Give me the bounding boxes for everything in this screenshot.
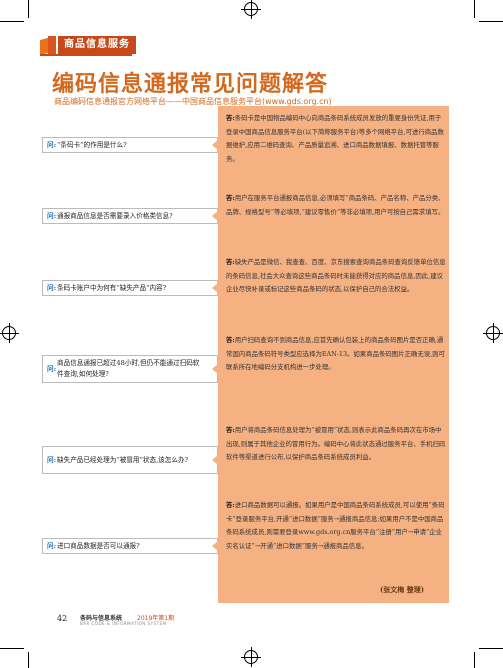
question-box: 问: 进口商品数据是否可以通报? bbox=[42, 538, 218, 554]
answer-prefix: 答: bbox=[226, 258, 235, 266]
section-tab-label: 商品信息服务 bbox=[58, 36, 136, 54]
pointer-arrow-icon bbox=[212, 455, 218, 465]
answer-prefix: 答: bbox=[226, 501, 235, 509]
registration-mark-bottom bbox=[241, 647, 261, 667]
question-box: 问: “条码卡”的作用是什么? bbox=[42, 137, 218, 153]
question-prefix: 问: bbox=[47, 283, 57, 292]
question-text: “条码卡”的作用是什么? bbox=[57, 140, 127, 149]
section-logo-icon bbox=[40, 36, 56, 56]
footer-brand: 条码与信息系统 bbox=[80, 615, 123, 622]
question-prefix: 问: bbox=[47, 541, 57, 550]
answer-text: 缺失产品是微信、我查查、百度、京东搜索查询商品条码查询反馈单位信息的条码信息,社… bbox=[226, 258, 446, 294]
question-text: 进口商品数据是否可以通报? bbox=[57, 541, 140, 550]
answer-block: 答:用户将商品条码信息处理为“被冒用”状态,则表示此商品条码再次在市场中出现,则… bbox=[226, 424, 446, 465]
pointer-arrow-icon bbox=[212, 364, 218, 374]
registration-mark-left bbox=[0, 323, 19, 343]
page-title: 编码信息通报常见问题解答 bbox=[52, 72, 329, 97]
answer-text: 用户扫码查询不到商品信息,应首先确认包装上的商品条码图片是否正确,通常国内商品条… bbox=[226, 336, 445, 372]
answers-panel bbox=[218, 106, 449, 603]
registration-mark-right bbox=[483, 323, 503, 343]
answer-prefix: 答: bbox=[226, 426, 235, 434]
question-box: 问: 通报商品信息是否需要录入价格类信息? bbox=[42, 208, 218, 224]
answer-text: 条码卡是中国物品编码中心向商品条码系统成员发放的重要身份凭证,用于登录中国商品信… bbox=[226, 114, 444, 164]
footer-brand-en: BAR CODE & INFORMATION SYSTEM bbox=[80, 621, 167, 626]
pointer-arrow-icon bbox=[212, 283, 218, 293]
page-subtitle: 商品编码信息通报官方网络平台——中国商品信息服务平台(www.gds.org.c… bbox=[54, 97, 332, 106]
question-prefix: 问: bbox=[47, 211, 57, 220]
answer-block: 答:缺失产品是微信、我查查、百度、京东搜索查询商品条码查询反馈单位信息的条码信息… bbox=[226, 256, 446, 297]
pointer-arrow-icon bbox=[212, 211, 218, 221]
question-text: 商品信息通报已超过48小时,但仍不能通过扫码软件查询,如何处理? bbox=[57, 359, 200, 378]
page-number: 42 bbox=[57, 614, 68, 623]
question-prefix: 问: bbox=[47, 140, 57, 149]
question-box: 问: 缺失产品已经处理为“被冒用”状态,该怎么办? bbox=[42, 446, 218, 474]
pointer-arrow-icon bbox=[212, 541, 218, 551]
question-box: 问: 条码卡账户中为何有“缺失产品”内容? bbox=[42, 280, 218, 296]
author-credit: (张文梅 整理) bbox=[380, 585, 425, 594]
question-box: 问: 商品信息通报已超过48小时,但仍不能通过扫码软件查询,如何处理? bbox=[42, 355, 218, 383]
answer-block: 答:用户在服务平台通报商品信息,必须填写“商品条码、产品名称、产品分类、品牌、规… bbox=[226, 192, 446, 219]
answer-prefix: 答: bbox=[226, 114, 235, 122]
answer-text: 用户在服务平台通报商品信息,必须填写“商品条码、产品名称、产品分类、品牌、规格型… bbox=[226, 194, 445, 216]
section-tab-underline bbox=[40, 54, 132, 56]
question-text: 通报商品信息是否需要录入价格类信息? bbox=[57, 211, 173, 220]
question-text: 缺失产品已经处理为“被冒用”状态,该怎么办? bbox=[57, 455, 189, 464]
registration-mark-top bbox=[241, 0, 261, 19]
answer-block: 答:条码卡是中国物品编码中心向商品条码系统成员发放的重要身份凭证,用于登录中国商… bbox=[226, 112, 446, 167]
footer-issue: 2019年第1期 bbox=[137, 615, 175, 622]
pointer-arrow-icon bbox=[212, 140, 218, 150]
answer-prefix: 答: bbox=[226, 336, 235, 344]
answer-block: 答:用户扫码查询不到商品信息,应首先确认包装上的商品条码图片是否正确,通常国内商… bbox=[226, 334, 446, 375]
question-prefix: 问: bbox=[47, 364, 57, 373]
answer-text: 用户将商品条码信息处理为“被冒用”状态,则表示此商品条码再次在市场中出现,则属于… bbox=[226, 426, 446, 462]
answer-text: 进口商品数据可以通报。如果用户是中国商品条码系统成员,可以使用“条码卡”登录服务… bbox=[226, 501, 445, 551]
question-text: 条码卡账户中为何有“缺失产品”内容? bbox=[57, 283, 167, 292]
answer-prefix: 答: bbox=[226, 194, 235, 202]
answer-block: 答:进口商品数据可以通报。如果用户是中国商品条码系统成员,可以使用“条码卡”登录… bbox=[226, 499, 446, 554]
question-prefix: 问: bbox=[47, 455, 57, 464]
